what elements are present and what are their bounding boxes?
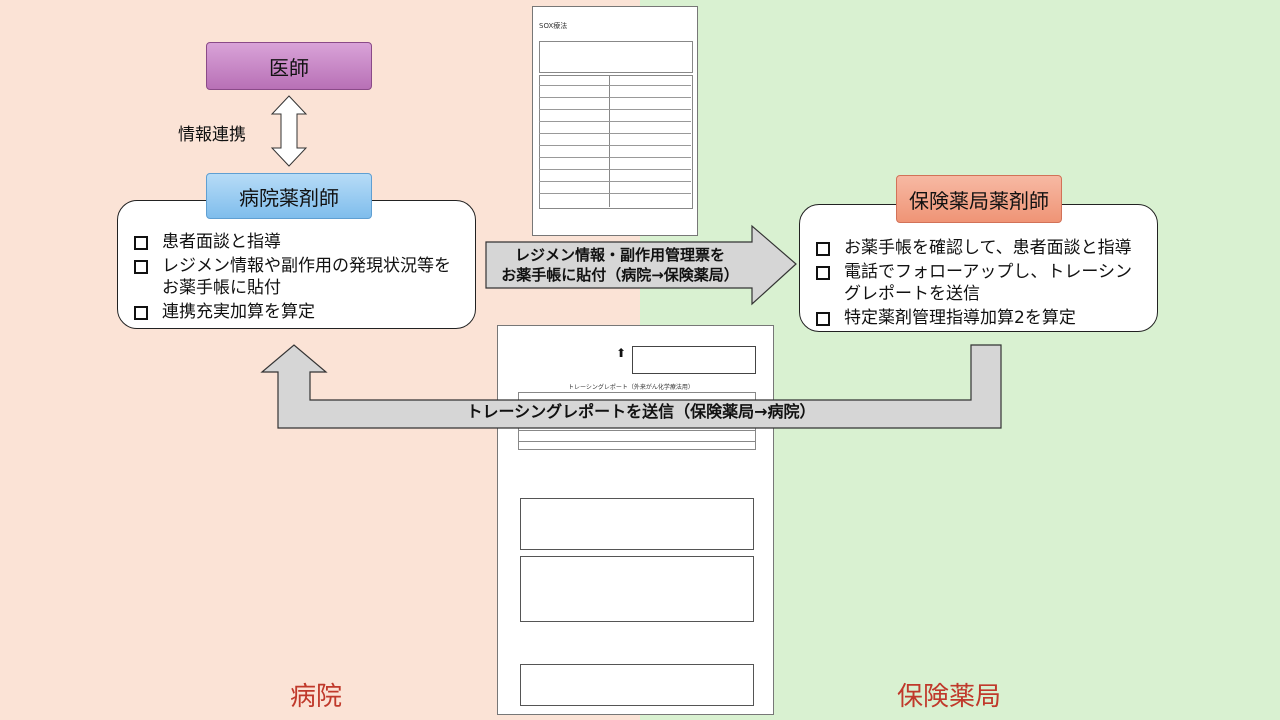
hospital-task-panel: 患者面談と指導 レジメン情報や副作用の発現状況等をお薬手帳に貼付 連携充実加算を… (117, 200, 476, 329)
regimen-document-title: SOX療法 (539, 22, 568, 30)
arrow-hospital-to-pharmacy (485, 224, 797, 306)
info-link-arrow (270, 95, 308, 167)
arrow-to-pharmacy-label: レジメン情報・副作用管理票を お薬手帳に貼付（病院→保険薬局） (501, 246, 739, 284)
pharmacy-pharmacist-box: 保険薬局薬剤師 (896, 175, 1062, 223)
arrow-pharmacy-to-hospital (260, 344, 1002, 429)
doctor-box: 医師 (206, 42, 372, 90)
pharmacy-task-item: 特定薬剤管理指導加算2を算定 (814, 307, 1147, 329)
hospital-task-item: 患者面談と指導 (132, 231, 465, 253)
doctor-label: 医師 (269, 55, 309, 80)
hospital-pharmacist-label: 病院薬剤師 (239, 185, 339, 210)
info-link-label: 情報連携 (178, 125, 246, 145)
arrow-to-hospital-label: トレーシングレポートを送信（保険薬局→病院） (466, 402, 816, 421)
checkbox-icon (816, 266, 830, 280)
checkbox-icon (134, 306, 148, 320)
checkbox-icon (816, 242, 830, 256)
checkbox-icon (816, 312, 830, 326)
pharmacy-task-item: お薬手帳を確認して、患者面談と指導 (814, 237, 1147, 259)
tracing-report-thumbnail: ⬆ トレーシングレポート（外来がん化学療法用） (497, 325, 774, 715)
checkbox-icon (134, 236, 148, 250)
hospital-task-item: レジメン情報や副作用の発現状況等をお薬手帳に貼付 (132, 255, 465, 299)
up-arrow-icon: ⬆ (616, 346, 627, 360)
region-label-pharmacy: 保険薬局 (897, 682, 1002, 712)
hospital-pharmacist-box: 病院薬剤師 (206, 173, 372, 219)
pharmacy-pharmacist-label: 保険薬局薬剤師 (909, 188, 1049, 213)
checkbox-icon (134, 260, 148, 274)
region-label-hospital: 病院 (290, 682, 343, 712)
hospital-task-item: 連携充実加算を算定 (132, 301, 465, 323)
tracing-report-title: トレーシングレポート（外来がん化学療法用） (568, 384, 694, 391)
pharmacy-task-item: 電話でフォローアップし、トレーシングレポートを送信 (814, 261, 1147, 305)
regimen-document-thumbnail: SOX療法 (532, 6, 698, 236)
